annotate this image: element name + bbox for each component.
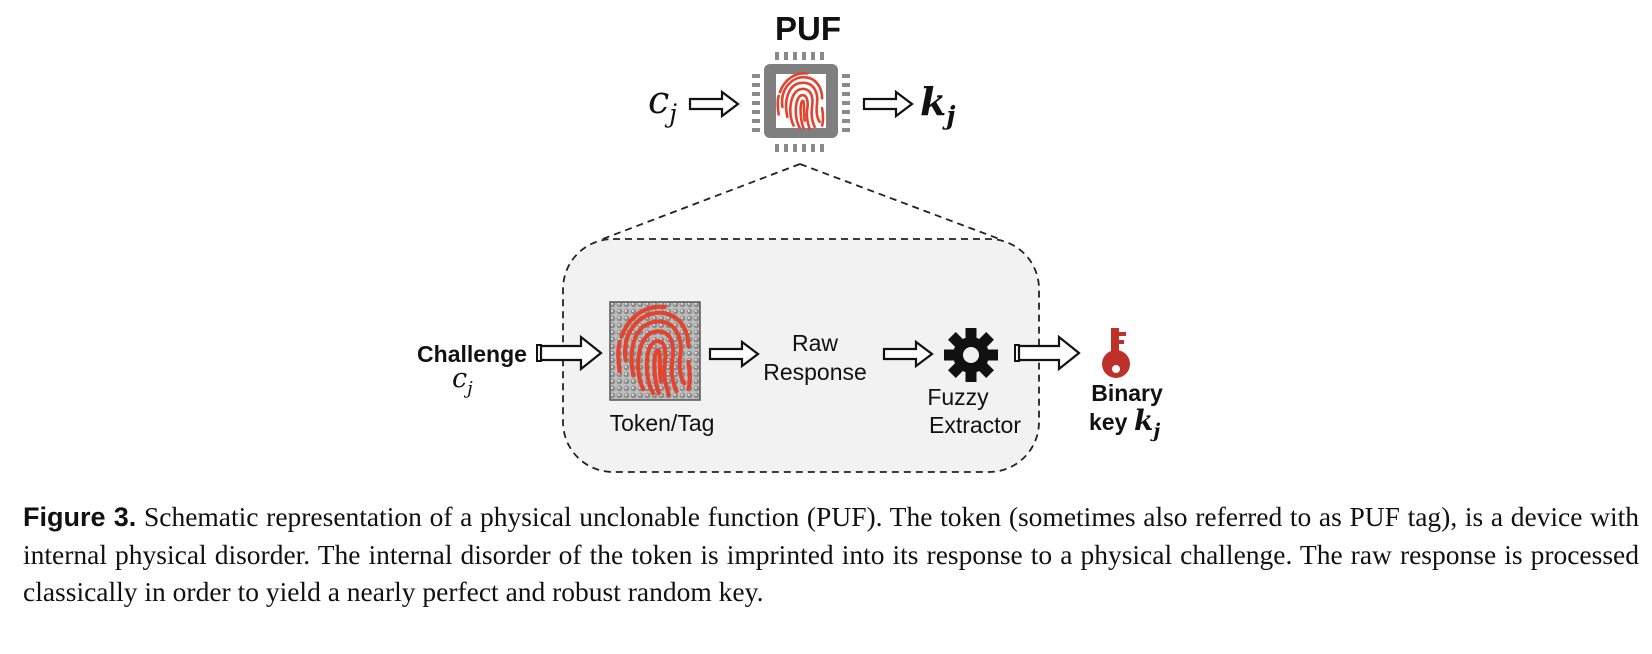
- puf-input-arrow: [688, 90, 740, 118]
- raw-response-label-2: Response: [763, 359, 867, 385]
- puf-diagram: PUF cj kj: [417, 10, 1163, 473]
- raw-response-label-1: Raw: [792, 330, 838, 356]
- challenge-label: Challenge: [417, 341, 527, 367]
- puf-title: PUF: [775, 10, 841, 47]
- binary-key-label-2: key: [1089, 409, 1128, 435]
- fuzzy-extractor-label-1: Fuzzy: [927, 384, 989, 410]
- fuzzy-extractor-label-2: Extractor: [929, 412, 1021, 438]
- caption-label: Figure 3.: [23, 502, 137, 532]
- binary-key-label-1: Binary: [1091, 380, 1163, 406]
- figure-caption: Figure 3. Schematic representation of a …: [23, 498, 1639, 610]
- binary-key-symbol: kj: [1134, 404, 1160, 442]
- token-tag: [609, 301, 701, 401]
- zoom-lines: [599, 163, 1003, 241]
- gear-icon: [944, 328, 998, 382]
- puf-input-symbol: cj: [648, 78, 677, 128]
- extractor-to-key-arrow: [1014, 335, 1081, 371]
- puf-output-symbol: kj: [920, 79, 955, 130]
- caption-text: Schematic representation of a physical u…: [23, 501, 1639, 607]
- key-icon: [1102, 328, 1130, 378]
- challenge-arrow: [536, 335, 603, 371]
- token-label: Token/Tag: [610, 410, 715, 436]
- puf-output-arrow: [862, 90, 914, 118]
- chip-icon: [752, 52, 850, 152]
- challenge-symbol: cj: [452, 363, 473, 399]
